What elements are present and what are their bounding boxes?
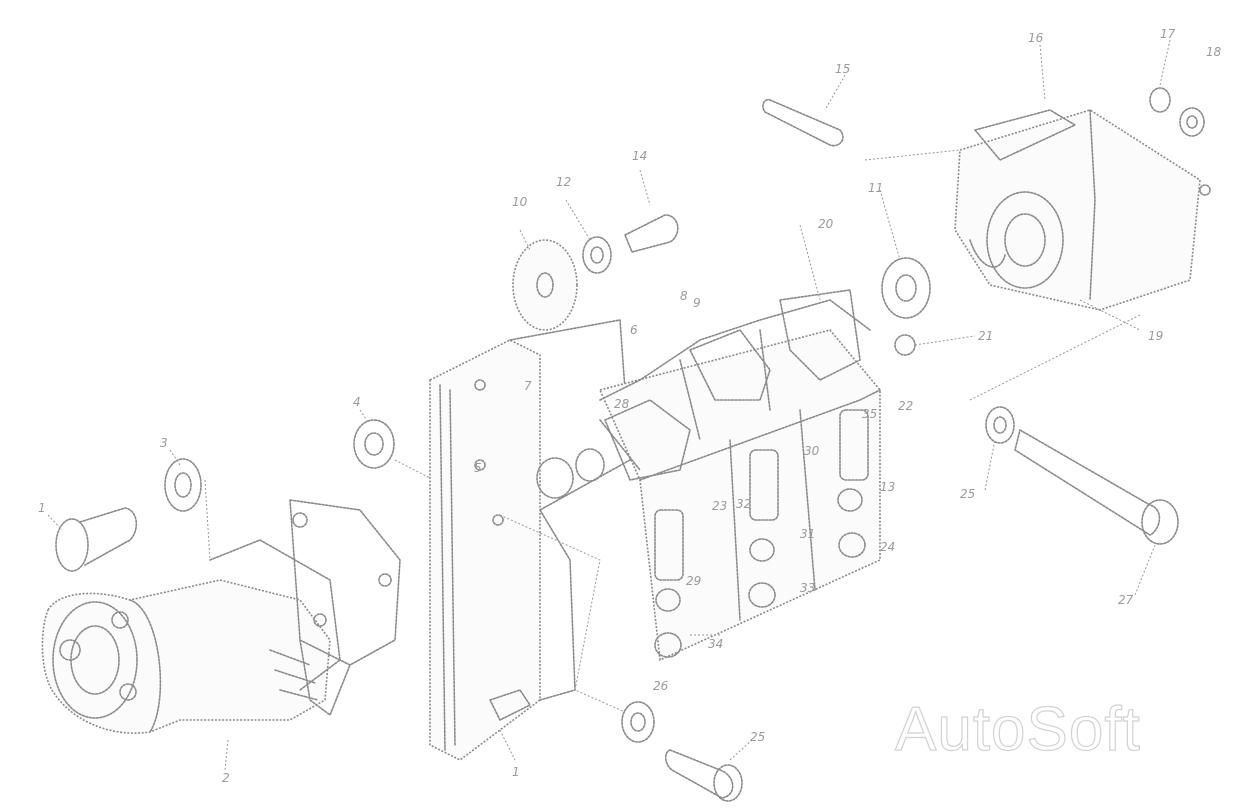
callout-30: 30	[804, 444, 820, 458]
callout-11: 11	[868, 181, 883, 195]
callout-5: 5	[474, 461, 482, 475]
valve-block	[598, 299, 881, 662]
callout-1: 1	[38, 501, 46, 515]
callout-14: 14	[632, 149, 647, 163]
callout-31: 31	[800, 527, 815, 541]
callout-15: 15	[835, 62, 850, 76]
disc-10	[512, 239, 578, 331]
valve-caps	[536, 289, 861, 499]
callout-23: 23	[712, 499, 727, 513]
callout-7: 7	[524, 379, 532, 393]
callout-2: 2	[222, 771, 230, 785]
callout-35: 35	[862, 407, 877, 421]
callout-4: 4	[353, 395, 361, 409]
callout-8: 8	[680, 289, 688, 303]
leader-lines	[47, 39, 1171, 771]
nut-bottom	[621, 701, 655, 743]
callout-27: 27	[1118, 593, 1134, 607]
fitting-14	[624, 214, 679, 253]
long-bolt	[1014, 429, 1179, 545]
pin-15	[762, 98, 844, 147]
callout-24: 24	[880, 540, 895, 554]
callout-12: 12	[556, 175, 571, 189]
nut-5	[353, 419, 395, 469]
callout-16: 16	[1028, 31, 1044, 45]
right-housing	[954, 109, 1211, 311]
plug-18	[1179, 107, 1205, 137]
callout-25-right: 25	[960, 487, 975, 501]
callout-13: 13	[880, 480, 895, 494]
washer-21	[894, 334, 916, 356]
callout-33: 33	[800, 581, 815, 595]
watermark-logo: AutoSoft	[895, 695, 1141, 764]
callout-34: 34	[708, 637, 723, 651]
pump-body	[41, 499, 401, 734]
callout-19: 19	[1148, 329, 1163, 343]
callout-20: 20	[818, 217, 834, 231]
washer-25	[985, 406, 1015, 444]
callout-28: 28	[614, 397, 630, 411]
callout-29: 29	[686, 574, 701, 588]
bolt-left	[55, 507, 138, 572]
callout-22: 22	[898, 399, 913, 413]
callout-10: 10	[512, 195, 528, 209]
nut-11	[881, 257, 931, 319]
callout-labels: 1 2 3 4 5 1 7 6 8 9 10 11 12 13 14 15 16…	[38, 27, 1222, 785]
callout-17: 17	[1160, 27, 1176, 41]
callout-32: 32	[736, 497, 751, 511]
callout-3: 3	[160, 436, 168, 450]
callout-26: 26	[653, 679, 669, 693]
callout-9: 9	[693, 296, 701, 310]
callout-21: 21	[978, 329, 993, 343]
callout-18: 18	[1206, 45, 1222, 59]
bolt-bottom	[664, 749, 743, 802]
callout-1-bottom: 1	[512, 765, 520, 779]
callout-25-bottom: 25	[750, 730, 765, 744]
plug-17	[1149, 87, 1171, 113]
callout-6: 6	[630, 323, 638, 337]
washer-left	[164, 458, 202, 512]
nut-12	[582, 236, 612, 274]
